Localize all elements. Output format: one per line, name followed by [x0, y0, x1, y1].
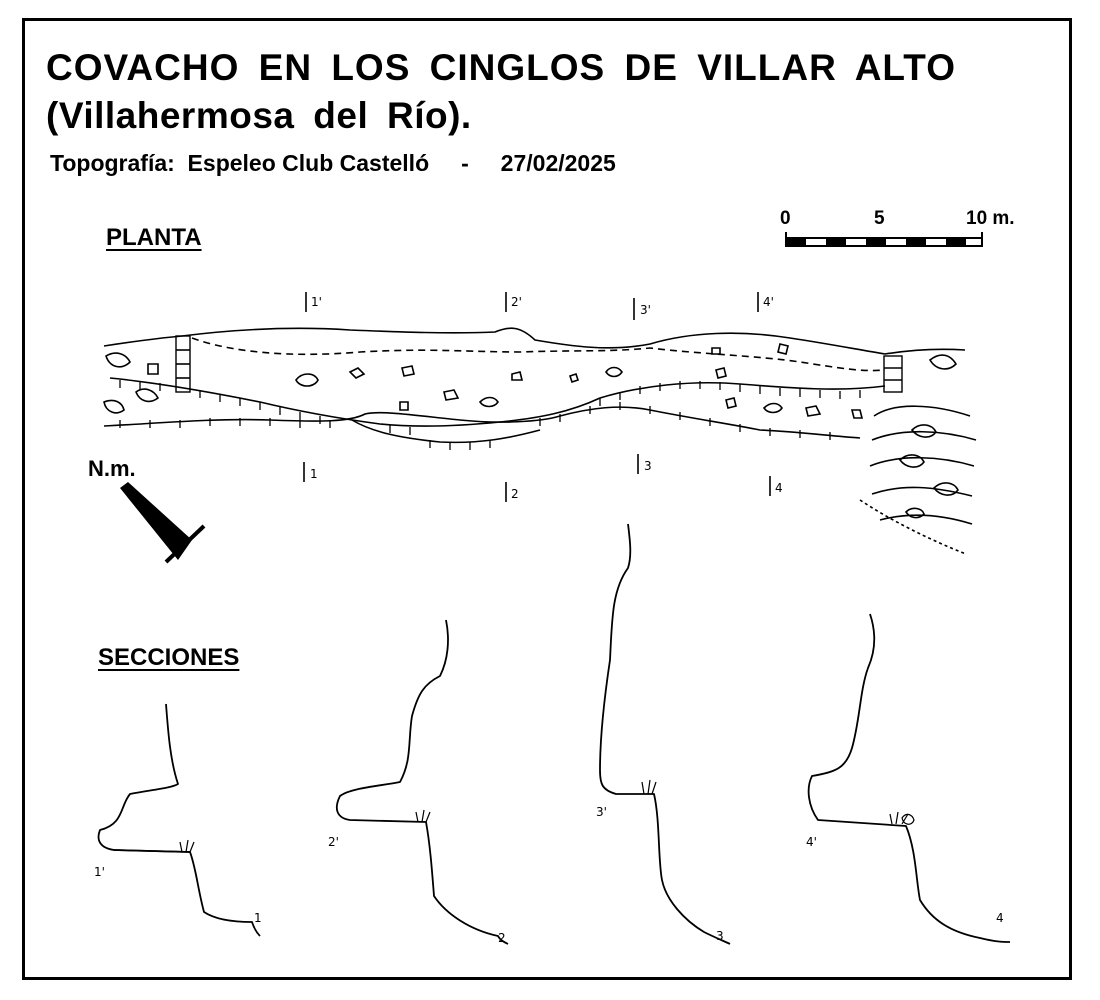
- section-4-profile: [807, 613, 1011, 943]
- plan-mark-2: 2: [511, 487, 519, 501]
- scale-tick-5: 5: [874, 208, 885, 229]
- plan-mark-4: 4: [775, 481, 783, 495]
- section-mark-3prime: 3': [596, 805, 607, 819]
- section-mark-2: 2: [498, 931, 506, 945]
- scale-bar: 0 5 10 m.: [776, 208, 1036, 258]
- scale-tick-0: 0: [780, 208, 791, 229]
- section-mark-4: 4: [996, 911, 1004, 925]
- section-3-grass-icon: [641, 779, 657, 795]
- section-mark-1: 1: [254, 911, 262, 925]
- plan-back-wall: [103, 327, 966, 355]
- north-label: N.m.: [88, 456, 136, 481]
- north-arrow-icon: [120, 482, 206, 564]
- plan-cliff-line: [103, 406, 861, 439]
- plan-mark-3: 3: [644, 459, 652, 473]
- section-3-profile: [599, 523, 731, 945]
- section-1-profile: [97, 703, 261, 937]
- section-mark-3: 3: [716, 929, 724, 943]
- section-mark-4prime: 4': [806, 835, 817, 849]
- plan-dashed-line: [191, 337, 886, 372]
- survey-credit: Topografía: Espeleo Club Castelló - 27/0…: [50, 150, 616, 176]
- plan-view: [103, 327, 977, 555]
- section-2-grass-icon: [415, 809, 431, 823]
- map-subtitle: (Villahermosa del Río).: [46, 95, 472, 136]
- section-4-rock-icon: [901, 813, 915, 825]
- section-mark-1prime: 1': [94, 865, 105, 879]
- section-2-profile: [335, 619, 509, 945]
- section-1-grass-icon: [179, 839, 195, 853]
- section-4-grass-icon: [889, 811, 909, 825]
- section-mark-2prime: 2': [328, 835, 339, 849]
- map-frame: [22, 18, 1072, 980]
- plan-mark-2prime: 2': [511, 295, 522, 309]
- section-1-floor: [113, 849, 191, 853]
- sections-heading: SECCIONES: [98, 644, 240, 671]
- plan-lower-drip: [351, 419, 541, 444]
- plan-heading: PLANTA: [106, 224, 202, 251]
- plan-mark-1prime: 1': [311, 295, 322, 309]
- map-title: COVACHO EN LOS CINGLOS DE VILLAR ALTO: [46, 47, 956, 88]
- plan-mark-1: 1: [310, 467, 318, 481]
- plan-hachures: [119, 380, 861, 450]
- scale-bar-graphic: [785, 232, 983, 247]
- plan-section-marks: [303, 292, 771, 502]
- plan-mark-3prime: 3': [640, 303, 651, 317]
- scale-tick-10: 10 m.: [966, 208, 1015, 229]
- plan-mark-4prime: 4': [763, 295, 774, 309]
